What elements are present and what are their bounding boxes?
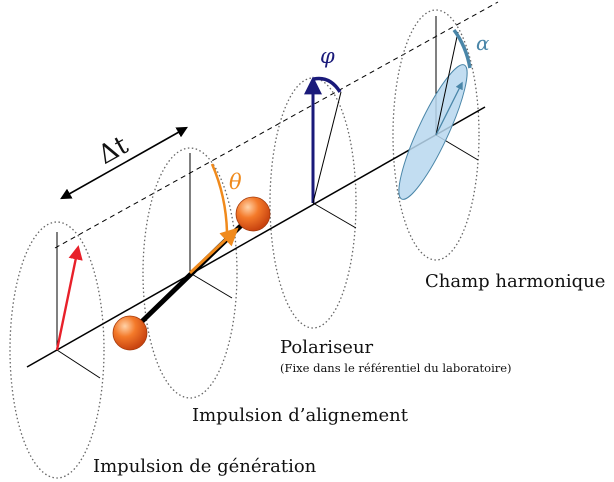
label-impulsion-generation: Impulsion de génération — [93, 456, 317, 477]
label-polariseur-note: (Fixe dans le référentiel du laboratoire… — [280, 361, 512, 375]
polariser-diagonal — [312, 91, 342, 204]
phi-label: φ — [320, 44, 335, 68]
molecule-ball-lower — [112, 315, 148, 351]
dashed-reference-line — [54, 1, 499, 249]
ellipse-generation — [9, 221, 105, 479]
phi-arc — [313, 76, 342, 93]
alpha-label: α — [476, 31, 490, 55]
red-polarization-vector — [55, 245, 83, 351]
theta-label: θ — [229, 170, 242, 194]
harmonic-polarization-ellipse — [398, 64, 468, 200]
label-impulsion-alignement: Impulsion d’alignement — [192, 405, 409, 426]
ellipse-polariseur — [269, 77, 357, 329]
molecule-ball-upper — [235, 196, 271, 232]
orange-alignment-vector — [188, 227, 239, 275]
harmonic-axis-line — [435, 31, 459, 136]
harmonic-vector — [435, 81, 463, 136]
alpha-arc — [452, 28, 472, 69]
delta-t-arrow — [60, 126, 188, 200]
theta-arc — [210, 163, 229, 233]
label-polariseur: Polariseur — [280, 337, 374, 358]
ellipse-champ-harmonique — [392, 9, 480, 261]
delta-t-label: Δt — [93, 130, 134, 171]
label-champ-harmonique: Champ harmonique — [425, 271, 605, 292]
ellipse-alignment — [142, 147, 238, 399]
